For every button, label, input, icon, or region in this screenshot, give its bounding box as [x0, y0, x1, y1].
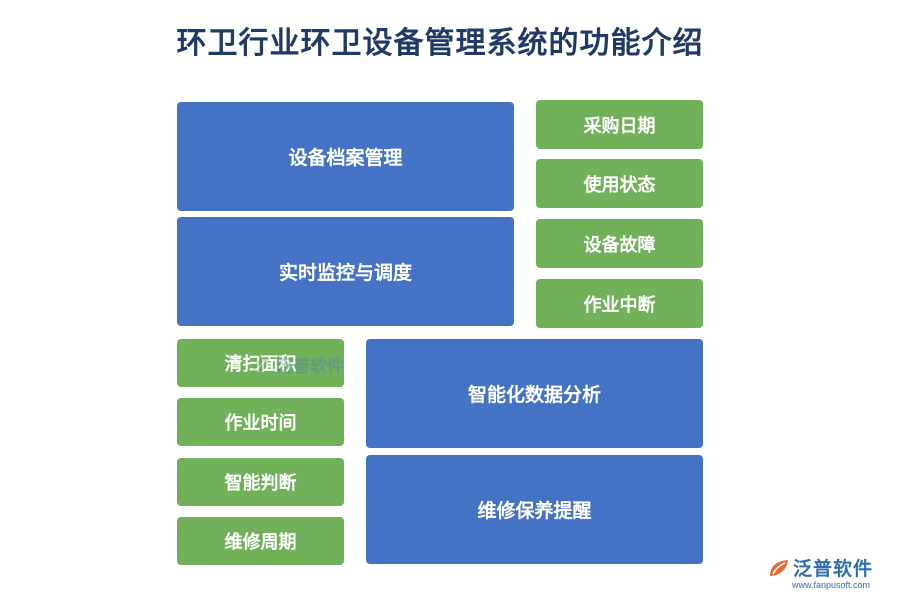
box-data-analysis: 智能化数据分析	[366, 339, 703, 448]
box-work-time: 作业时间	[177, 398, 344, 446]
box-purchase-date: 采购日期	[536, 100, 703, 149]
box-smart-judgment: 智能判断	[177, 458, 344, 506]
box-maintenance-cycle: 维修周期	[177, 517, 344, 565]
logo-url: www.fanpusoft.com	[792, 580, 871, 590]
box-work-interruption: 作业中断	[536, 279, 703, 328]
box-usage-status: 使用状态	[536, 159, 703, 208]
logo-text: 泛普软件	[793, 558, 874, 580]
box-equipment-records: 设备档案管理	[177, 102, 514, 211]
fanpu-logo-icon	[770, 559, 788, 576]
box-realtime-monitoring: 实时监控与调度	[177, 217, 514, 326]
page-title: 环卫行业环卫设备管理系统的功能介绍	[176, 26, 704, 61]
box-equipment-fault: 设备故障	[536, 219, 703, 268]
brand-logo: 泛普软件 www.fanpusoft.com	[768, 554, 873, 590]
box-maintenance-reminder: 维修保养提醒	[366, 455, 703, 564]
box-cleaning-area: 清扫面积	[177, 339, 344, 387]
